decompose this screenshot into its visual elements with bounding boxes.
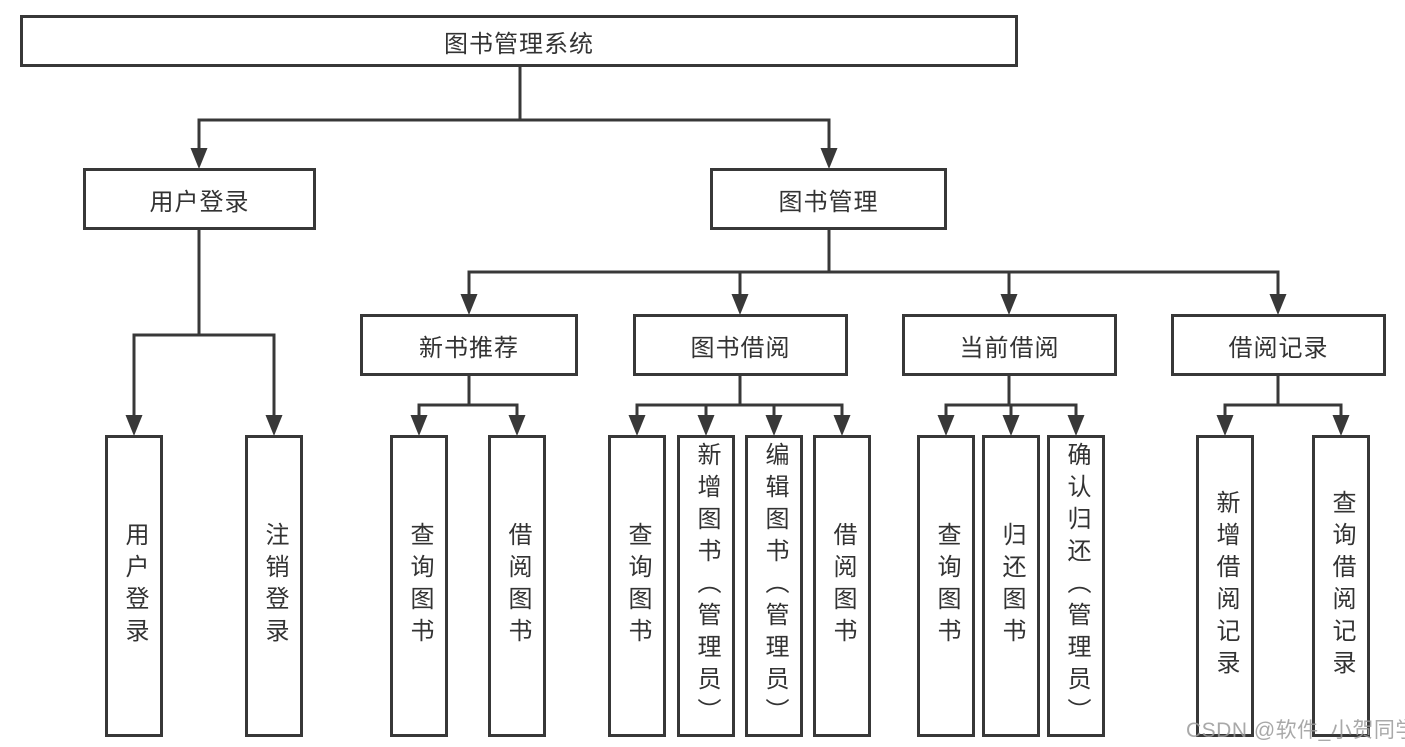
leaf-records-query-record: 查询借阅记录 [1312, 435, 1370, 737]
leaf-borrow-borrow-books: 借阅图书 [813, 435, 871, 737]
connector-book-borrow [628, 375, 851, 436]
node-book-borrow-label: 图书借阅 [690, 334, 791, 362]
leaf-user-login: 用户登录 [105, 435, 163, 737]
node-book-management-label: 图书管理 [778, 188, 879, 216]
node-root-label: 图书管理系统 [444, 30, 594, 58]
leaf-records-add-record: 新增借阅记录 [1196, 435, 1254, 737]
connector-new-book-recommend [410, 375, 526, 436]
leaf-current-confirm-return-admin: 确认归还（管理员） [1047, 435, 1105, 737]
node-borrow-records: 借阅记录 [1171, 314, 1386, 376]
leaf-borrow-add-books-admin: 新增图书（管理员） [677, 435, 735, 737]
leaf-borrow-edit-books-admin: 编辑图书（管理员） [745, 435, 803, 737]
connector-current-borrow [937, 375, 1085, 436]
leaf-current-return-books: 归还图书 [982, 435, 1040, 737]
node-user-login-label: 用户登录 [149, 188, 250, 216]
node-book-management: 图书管理 [710, 168, 947, 230]
csdn-watermark: CSDN @软件_小贺同学 [1186, 719, 1405, 742]
node-root: 图书管理系统 [20, 15, 1018, 67]
leaf-recommend-query-books: 查询图书 [390, 435, 448, 737]
leaf-recommend-borrow-books: 借阅图书 [488, 435, 546, 737]
connector-user-login-branch [125, 230, 283, 436]
node-user-login: 用户登录 [83, 168, 316, 230]
connector-borrow-records [1216, 375, 1350, 436]
node-borrow-records-label: 借阅记录 [1228, 334, 1329, 362]
node-current-borrow-label: 当前借阅 [959, 334, 1060, 362]
connector-book-management-branch [460, 230, 1287, 315]
leaf-current-query-books: 查询图书 [917, 435, 975, 737]
node-current-borrow: 当前借阅 [902, 314, 1117, 376]
leaf-borrow-query-books: 查询图书 [608, 435, 666, 737]
connector-root-to-level2 [190, 67, 838, 169]
node-book-borrow: 图书借阅 [633, 314, 848, 376]
leaf-logout: 注销登录 [245, 435, 303, 737]
node-new-book-recommend: 新书推荐 [360, 314, 578, 376]
node-new-book-recommend-label: 新书推荐 [419, 334, 519, 362]
